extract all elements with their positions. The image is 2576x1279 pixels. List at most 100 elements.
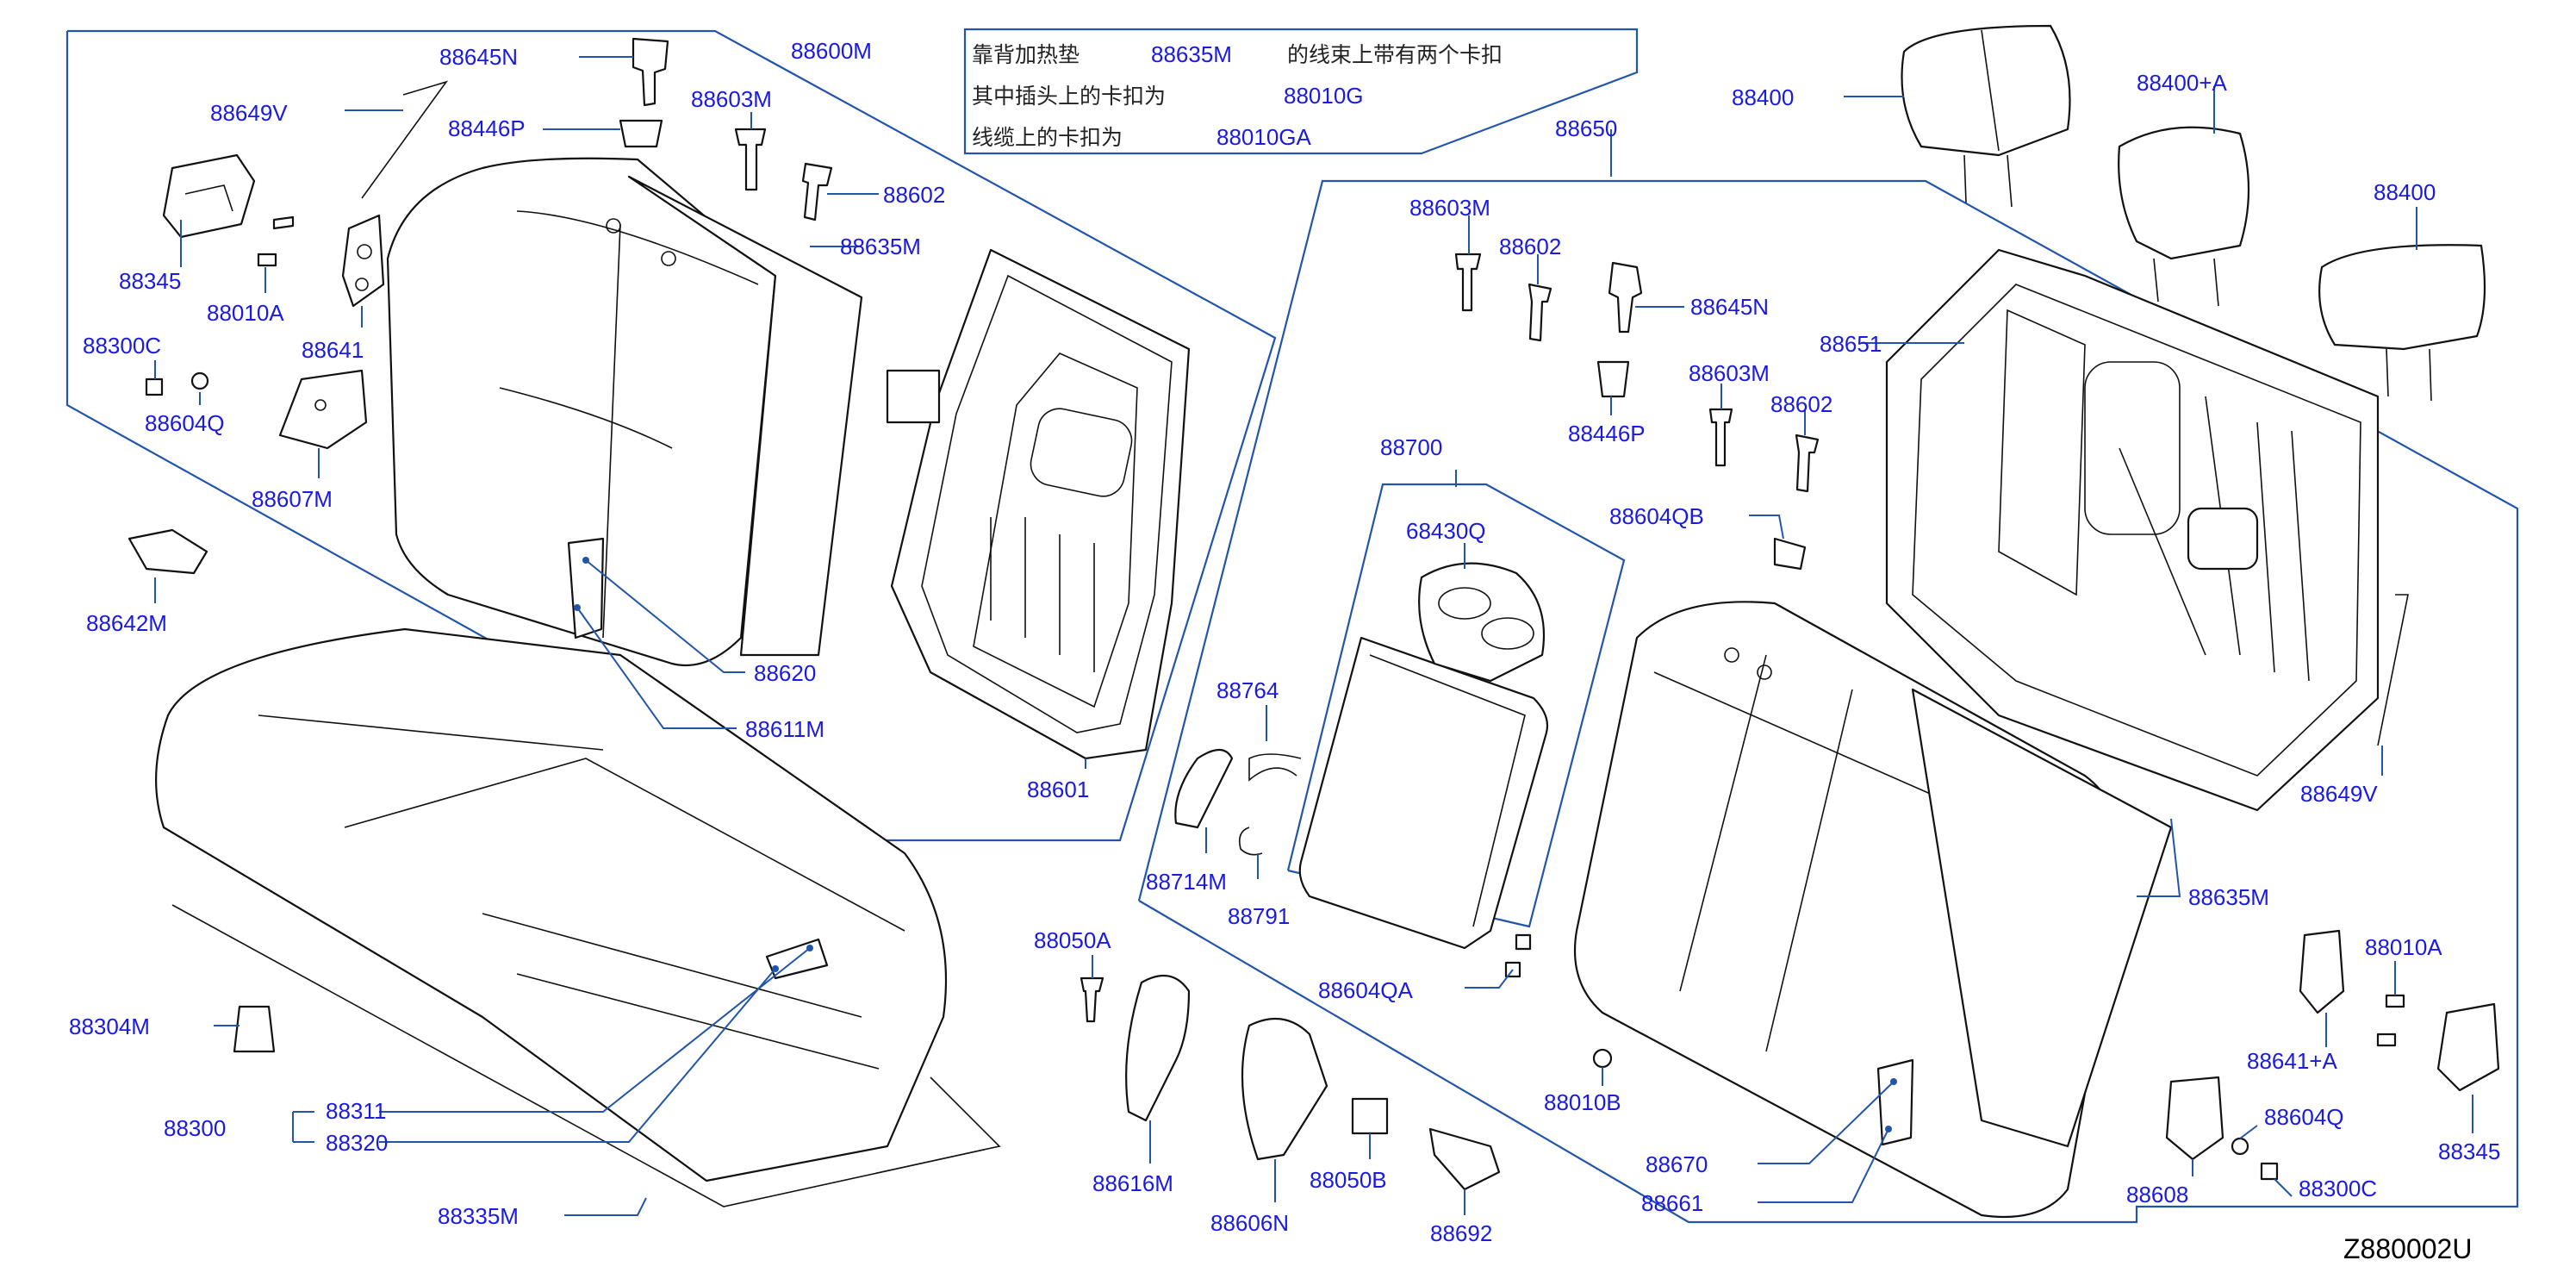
label-88010A-left: 88010A (207, 300, 284, 326)
label-88606N: 88606N (1210, 1210, 1289, 1236)
label-88764: 88764 (1216, 677, 1279, 703)
label-88635M-right: 88635M (2188, 884, 2269, 910)
wire-88764 (1248, 753, 1302, 782)
screw-88050A (1080, 976, 1104, 1023)
cushion-pad-88335M (171, 904, 1001, 1207)
label-88300C-right: 88300C (2299, 1176, 2377, 1201)
label-88642M: 88642M (86, 610, 167, 636)
label-88603M-right: 88603M (1689, 360, 1770, 386)
diagram-reference-code: Z880002U (2343, 1233, 2472, 1264)
seat-cushion (155, 627, 948, 1182)
clip-88304M (233, 1005, 276, 1053)
label-88602-mid: 88602 (1499, 234, 1561, 259)
headrest-guide-88645N-left (632, 37, 669, 107)
label-88602-left: 88602 (883, 182, 945, 208)
label-88641A: 88641+A (2247, 1048, 2337, 1074)
label-88446P-right: 88446P (1568, 421, 1646, 446)
label-88651: 88651 (1820, 331, 1882, 357)
label-88649V-right: 88649V (2300, 781, 2378, 807)
label-88600M: 88600M (791, 38, 872, 64)
label-88604Q-left: 88604Q (145, 410, 225, 436)
bolt-88300C-right (2260, 1162, 2279, 1181)
label-88304M: 88304M (69, 1014, 150, 1039)
label-88661: 88661 (1641, 1190, 1703, 1216)
label-88645N-right: 88645N (1690, 294, 1769, 320)
seatback-tag-right (1876, 1058, 1914, 1146)
wire-rod-88649V-right (2377, 594, 2409, 746)
left-seatback-group-frame (65, 29, 1277, 842)
label-88641: 88641 (302, 337, 364, 363)
seatback-tag-left (567, 537, 605, 640)
label-88300: 88300 (164, 1115, 226, 1141)
nut-88604Q-right (2231, 1137, 2249, 1156)
buckle-88692 (1428, 1127, 1501, 1191)
hinge-cover-88345-right (2436, 1002, 2500, 1092)
label-88446P-left: 88446P (448, 115, 526, 141)
label-68430Q: 68430Q (1406, 518, 1486, 544)
right-seatback-group-frame (1137, 179, 2519, 1224)
note-line1-text-a: 靠背加热垫 (972, 42, 1080, 67)
headrest-88400-top (1901, 24, 2071, 208)
hinge-cover-88345-left (162, 153, 256, 239)
left-seatback-frame (886, 248, 1191, 760)
label-88300C-left: 88300C (83, 333, 161, 359)
note-line3-text: 线缆上的卡扣为 (972, 125, 1123, 150)
label-88320: 88320 (326, 1130, 388, 1156)
label-88604Q-right: 88604Q (2264, 1104, 2344, 1130)
note-box (963, 28, 1639, 155)
bezel-88714M (1174, 748, 1234, 829)
bolt-88603M-mid (1454, 253, 1482, 312)
right-seatback-cushion (1573, 601, 2173, 1219)
label-88611M: 88611M (745, 716, 824, 742)
bracket-88608 (2165, 1076, 2224, 1161)
label-88635M-left: 88635M (840, 234, 921, 259)
label-88603M-mid: 88603M (1409, 195, 1490, 221)
headrest-88400A (2118, 126, 2250, 307)
label-88604QB: 88604QB (1609, 503, 1704, 529)
clip-88602-mid (1528, 283, 1552, 342)
label-88050B: 88050B (1310, 1167, 1387, 1193)
label-88050A: 88050A (1034, 927, 1111, 953)
label-88345-left: 88345 (119, 268, 181, 294)
bolt-88010A-left (257, 215, 295, 267)
bolt-88010A-right (2376, 994, 2405, 1047)
headrest-88400-right (2318, 244, 2486, 402)
label-88602-right: 88602 (1770, 391, 1832, 417)
bracket-88607M (278, 369, 368, 450)
bushing-88050B (1351, 1097, 1389, 1135)
right-seatback-frame (1885, 248, 2380, 812)
note-line2-code: 88010G (1284, 83, 1364, 109)
label-88616M: 88616M (1092, 1170, 1173, 1196)
connector-88604QB (1773, 537, 1807, 571)
label-88010B: 88010B (1544, 1089, 1621, 1115)
nut-88010B (1592, 1048, 1613, 1069)
armrest-88700 (1298, 636, 1549, 950)
note-line1-code: 88635M (1151, 41, 1232, 67)
nut-88604QA (1504, 933, 1532, 978)
leader-lines (154, 56, 2473, 1216)
label-88608: 88608 (2126, 1182, 2188, 1207)
label-88604QA: 88604QA (1318, 977, 1414, 1003)
cover-88606N (1241, 1017, 1328, 1161)
label-88649V-left: 88649V (210, 100, 288, 126)
label-88603M-left: 88603M (691, 86, 772, 112)
clip-88791 (1238, 827, 1263, 856)
bolt-88300C-left (145, 377, 164, 396)
label-88670: 88670 (1646, 1151, 1708, 1177)
label-88335M: 88335M (438, 1203, 519, 1229)
bracket-88446P-right (1596, 360, 1630, 398)
note-line3-code: 88010GA (1216, 124, 1312, 150)
nut-88604Q-left (190, 371, 209, 390)
label-88650: 88650 (1555, 115, 1617, 141)
label-88400A: 88400+A (2137, 70, 2227, 96)
label-88400-right: 88400 (2374, 179, 2436, 205)
cover-88616M (1125, 974, 1191, 1122)
label-88714M: 88714M (1146, 869, 1227, 895)
wire-rod-88649V-left (361, 80, 449, 199)
headrest-guide-88645N-right (1608, 261, 1643, 334)
clip-88602-left (801, 162, 833, 221)
label-88620: 88620 (754, 660, 816, 686)
bolt-88603M-left (734, 128, 767, 191)
label-88791: 88791 (1228, 903, 1290, 929)
